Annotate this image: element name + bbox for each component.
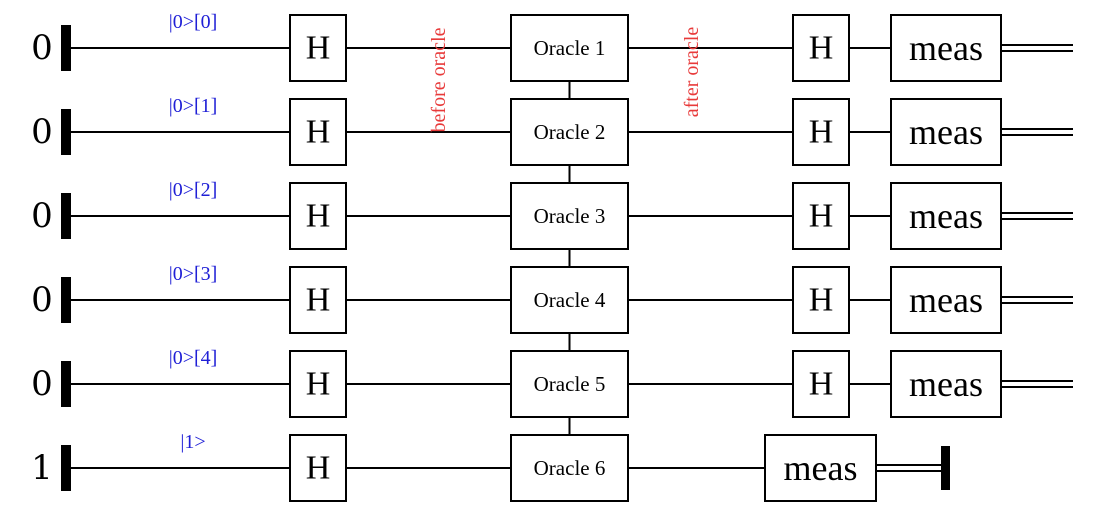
hadamard-gate-out-label: H	[809, 30, 834, 67]
ancilla-init-value: 1	[31, 448, 53, 488]
oracle-gate-label: Oracle 3	[534, 204, 606, 228]
measurement-gate-box	[890, 98, 1002, 166]
oracle-gate-label: Oracle 1	[534, 36, 606, 60]
oracle-gate-box	[510, 98, 629, 166]
hadamard-gate-in-label: H	[306, 366, 331, 403]
hadamard-gate-out-box	[792, 350, 850, 418]
qubit-state-label: |0>[3]	[169, 263, 218, 285]
oracle-gate-label: Oracle 5	[534, 372, 606, 396]
measurement-gate-box	[890, 182, 1002, 250]
ancilla-state-label: |1>	[180, 431, 205, 453]
qubit-init-value: 0	[31, 196, 53, 236]
ancilla-measurement-gate-label: meas	[784, 448, 858, 488]
ancilla-init-bar	[61, 445, 71, 491]
qubit-init-bar	[61, 361, 71, 407]
qubit-init-bar	[61, 25, 71, 71]
measurement-gate-label: meas	[909, 280, 983, 320]
hadamard-gate-in-label: H	[306, 114, 331, 151]
qubit-init-bar	[61, 109, 71, 155]
qubit-init-value: 0	[31, 280, 53, 320]
qubit-state-label: |0>[1]	[169, 95, 218, 117]
hadamard-gate-in-box	[289, 98, 347, 166]
ancilla-oracle-gate-box	[510, 434, 629, 502]
qubit-state-label: |0>[2]	[169, 179, 218, 201]
measurement-gate-label: meas	[909, 364, 983, 404]
hadamard-gate-in-box	[289, 266, 347, 334]
hadamard-gate-out-box	[792, 182, 850, 250]
measurement-gate-label: meas	[909, 112, 983, 152]
qubit-init-value: 0	[31, 364, 53, 404]
qubit-init-bar	[61, 193, 71, 239]
ancilla-hadamard-gate-box	[289, 434, 347, 502]
measurement-gate-label: meas	[909, 196, 983, 236]
ancilla-end-bar	[941, 446, 950, 490]
hadamard-gate-out-label: H	[809, 282, 834, 319]
oracle-gate-label: Oracle 2	[534, 120, 606, 144]
after-oracle-annotation: after oracle	[681, 27, 703, 118]
hadamard-gate-out-box	[792, 98, 850, 166]
oracle-gate-box	[510, 350, 629, 418]
hadamard-gate-in-label: H	[306, 198, 331, 235]
measurement-gate-box	[890, 350, 1002, 418]
qubit-init-value: 0	[31, 28, 53, 68]
hadamard-gate-in-box	[289, 182, 347, 250]
qubit-init-bar	[61, 277, 71, 323]
qubit-state-label: |0>[0]	[169, 11, 218, 33]
qubit-init-value: 0	[31, 112, 53, 152]
qubit-state-label: |0>[4]	[169, 347, 218, 369]
hadamard-gate-out-box	[792, 266, 850, 334]
ancilla-hadamard-gate-label: H	[306, 450, 331, 487]
before-oracle-annotation: before oracle	[428, 27, 450, 132]
measurement-gate-box	[890, 14, 1002, 82]
hadamard-gate-out-label: H	[809, 366, 834, 403]
measurement-gate-label: meas	[909, 28, 983, 68]
ancilla-measurement-gate-box	[764, 434, 877, 502]
measurement-gate-box	[890, 266, 1002, 334]
hadamard-gate-in-label: H	[306, 30, 331, 67]
oracle-gate-box	[510, 266, 629, 334]
oracle-gate-box	[510, 182, 629, 250]
oracle-gate-box	[510, 14, 629, 82]
hadamard-gate-in-box	[289, 350, 347, 418]
hadamard-gate-out-label: H	[809, 198, 834, 235]
ancilla-oracle-gate-label: Oracle 6	[534, 456, 606, 480]
oracle-gate-label: Oracle 4	[534, 288, 606, 312]
hadamard-gate-in-box	[289, 14, 347, 82]
hadamard-gate-out-box	[792, 14, 850, 82]
hadamard-gate-in-label: H	[306, 282, 331, 319]
hadamard-gate-out-label: H	[809, 114, 834, 151]
